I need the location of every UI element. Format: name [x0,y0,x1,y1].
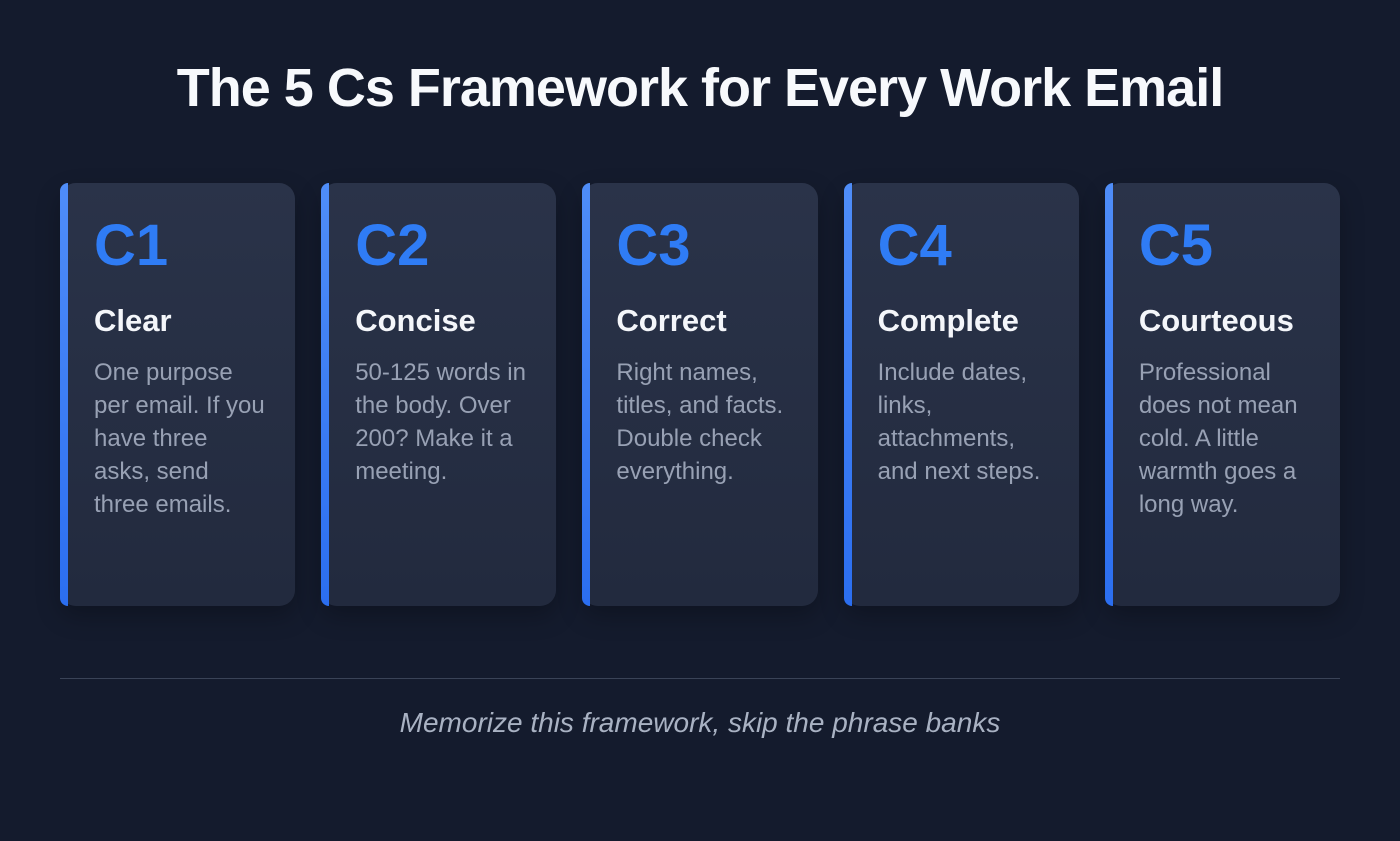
card-code: C2 [355,212,430,278]
card-code: C5 [1138,212,1213,278]
card-title: Clear [94,302,172,338]
card-accent-bar [60,182,68,606]
card-title: Courteous [1138,302,1294,338]
card-title: Concise [355,302,476,338]
card-description: One purpose per email. If you have three… [94,358,265,519]
card-code: C4 [877,212,952,278]
card-c5: C5 Courteous Professional does not mean … [1104,182,1341,606]
card-title: Correct [616,302,727,338]
card-description: Include dates, links, attachments, and n… [877,358,1041,486]
cards-row: C1 Clear One purpose per email. If you h… [0,182,1400,606]
card-code: C3 [616,212,691,278]
divider [60,677,1340,679]
card-accent-bar [321,182,330,606]
card-title: Complete [877,302,1019,338]
card-code: C1 [94,212,169,278]
card-description: Right names, titles, and facts. Double c… [616,358,784,486]
card-c4: C4 Complete Include dates, links, attach… [843,182,1079,606]
card-c1: C1 Clear One purpose per email. If you h… [60,182,296,606]
footer-note: Memorize this framework, skip the phrase… [399,706,1001,738]
page-title: The 5 Cs Framework for Every Work Email [176,58,1224,118]
card-c3: C3 Correct Right names, titles, and fact… [582,182,818,606]
card-accent-bar [582,182,591,606]
card-description: 50-125 words in the body. Over 200? Make… [355,358,526,486]
card-accent-bar [1104,182,1113,606]
card-description: Professional does not mean cold. A littl… [1138,358,1298,519]
card-c2: C2 Concise 50-125 words in the body. Ove… [321,182,557,606]
card-accent-bar [843,182,852,606]
